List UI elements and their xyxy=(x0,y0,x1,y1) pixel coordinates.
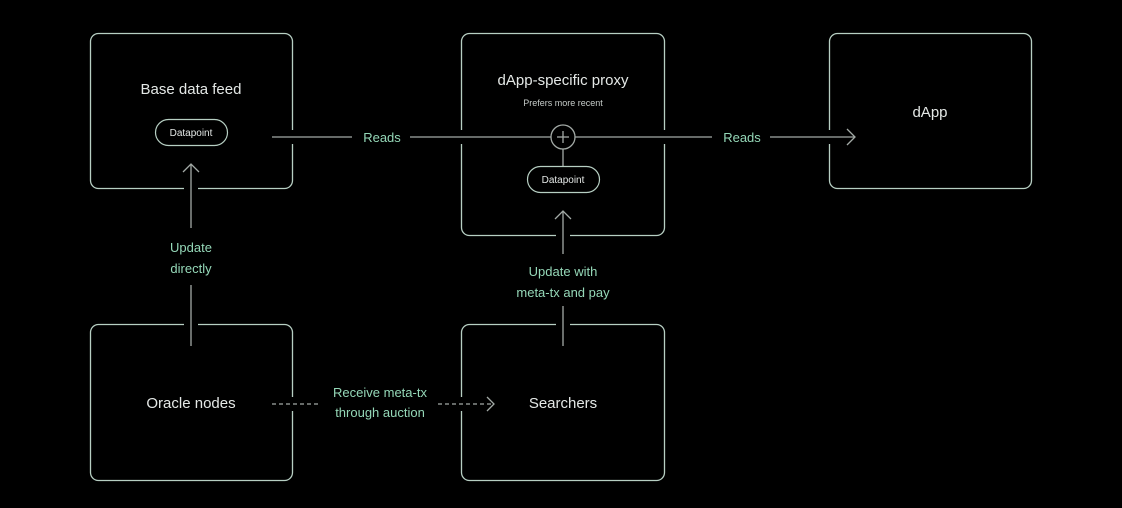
proxy-datapoint-label: Datapoint xyxy=(542,175,585,186)
reads-label: Reads xyxy=(723,130,761,145)
base-datapoint-pill xyxy=(154,118,229,147)
base-datapoint-label: Datapoint xyxy=(170,128,213,139)
oracle-nodes-title: Oracle nodes xyxy=(146,395,235,412)
update-meta-label: meta-tx and pay xyxy=(516,285,610,300)
receive-meta-label: through auction xyxy=(335,405,425,420)
update-meta-label: Update with xyxy=(529,264,598,279)
receive-meta-label: Receive meta-tx xyxy=(333,385,427,400)
arrow-right-icon xyxy=(846,128,856,146)
base-data-feed-title: Base data feed xyxy=(141,81,242,98)
searchers-title: Searchers xyxy=(529,395,597,412)
dapp-box xyxy=(828,32,1033,190)
arrow-up-icon xyxy=(554,210,572,220)
arrow-up-icon xyxy=(182,163,200,173)
proxy-subtitle: Prefers more recent xyxy=(523,98,603,108)
update-directly-label: Update xyxy=(170,240,212,255)
dapp-title: dApp xyxy=(912,104,947,121)
proxy-title: dApp-specific proxy xyxy=(498,72,629,89)
reads-label: Reads xyxy=(363,130,401,145)
proxy-datapoint-pill xyxy=(526,165,601,194)
update-directly-label: directly xyxy=(170,261,212,276)
arrow-right-icon xyxy=(486,396,495,412)
